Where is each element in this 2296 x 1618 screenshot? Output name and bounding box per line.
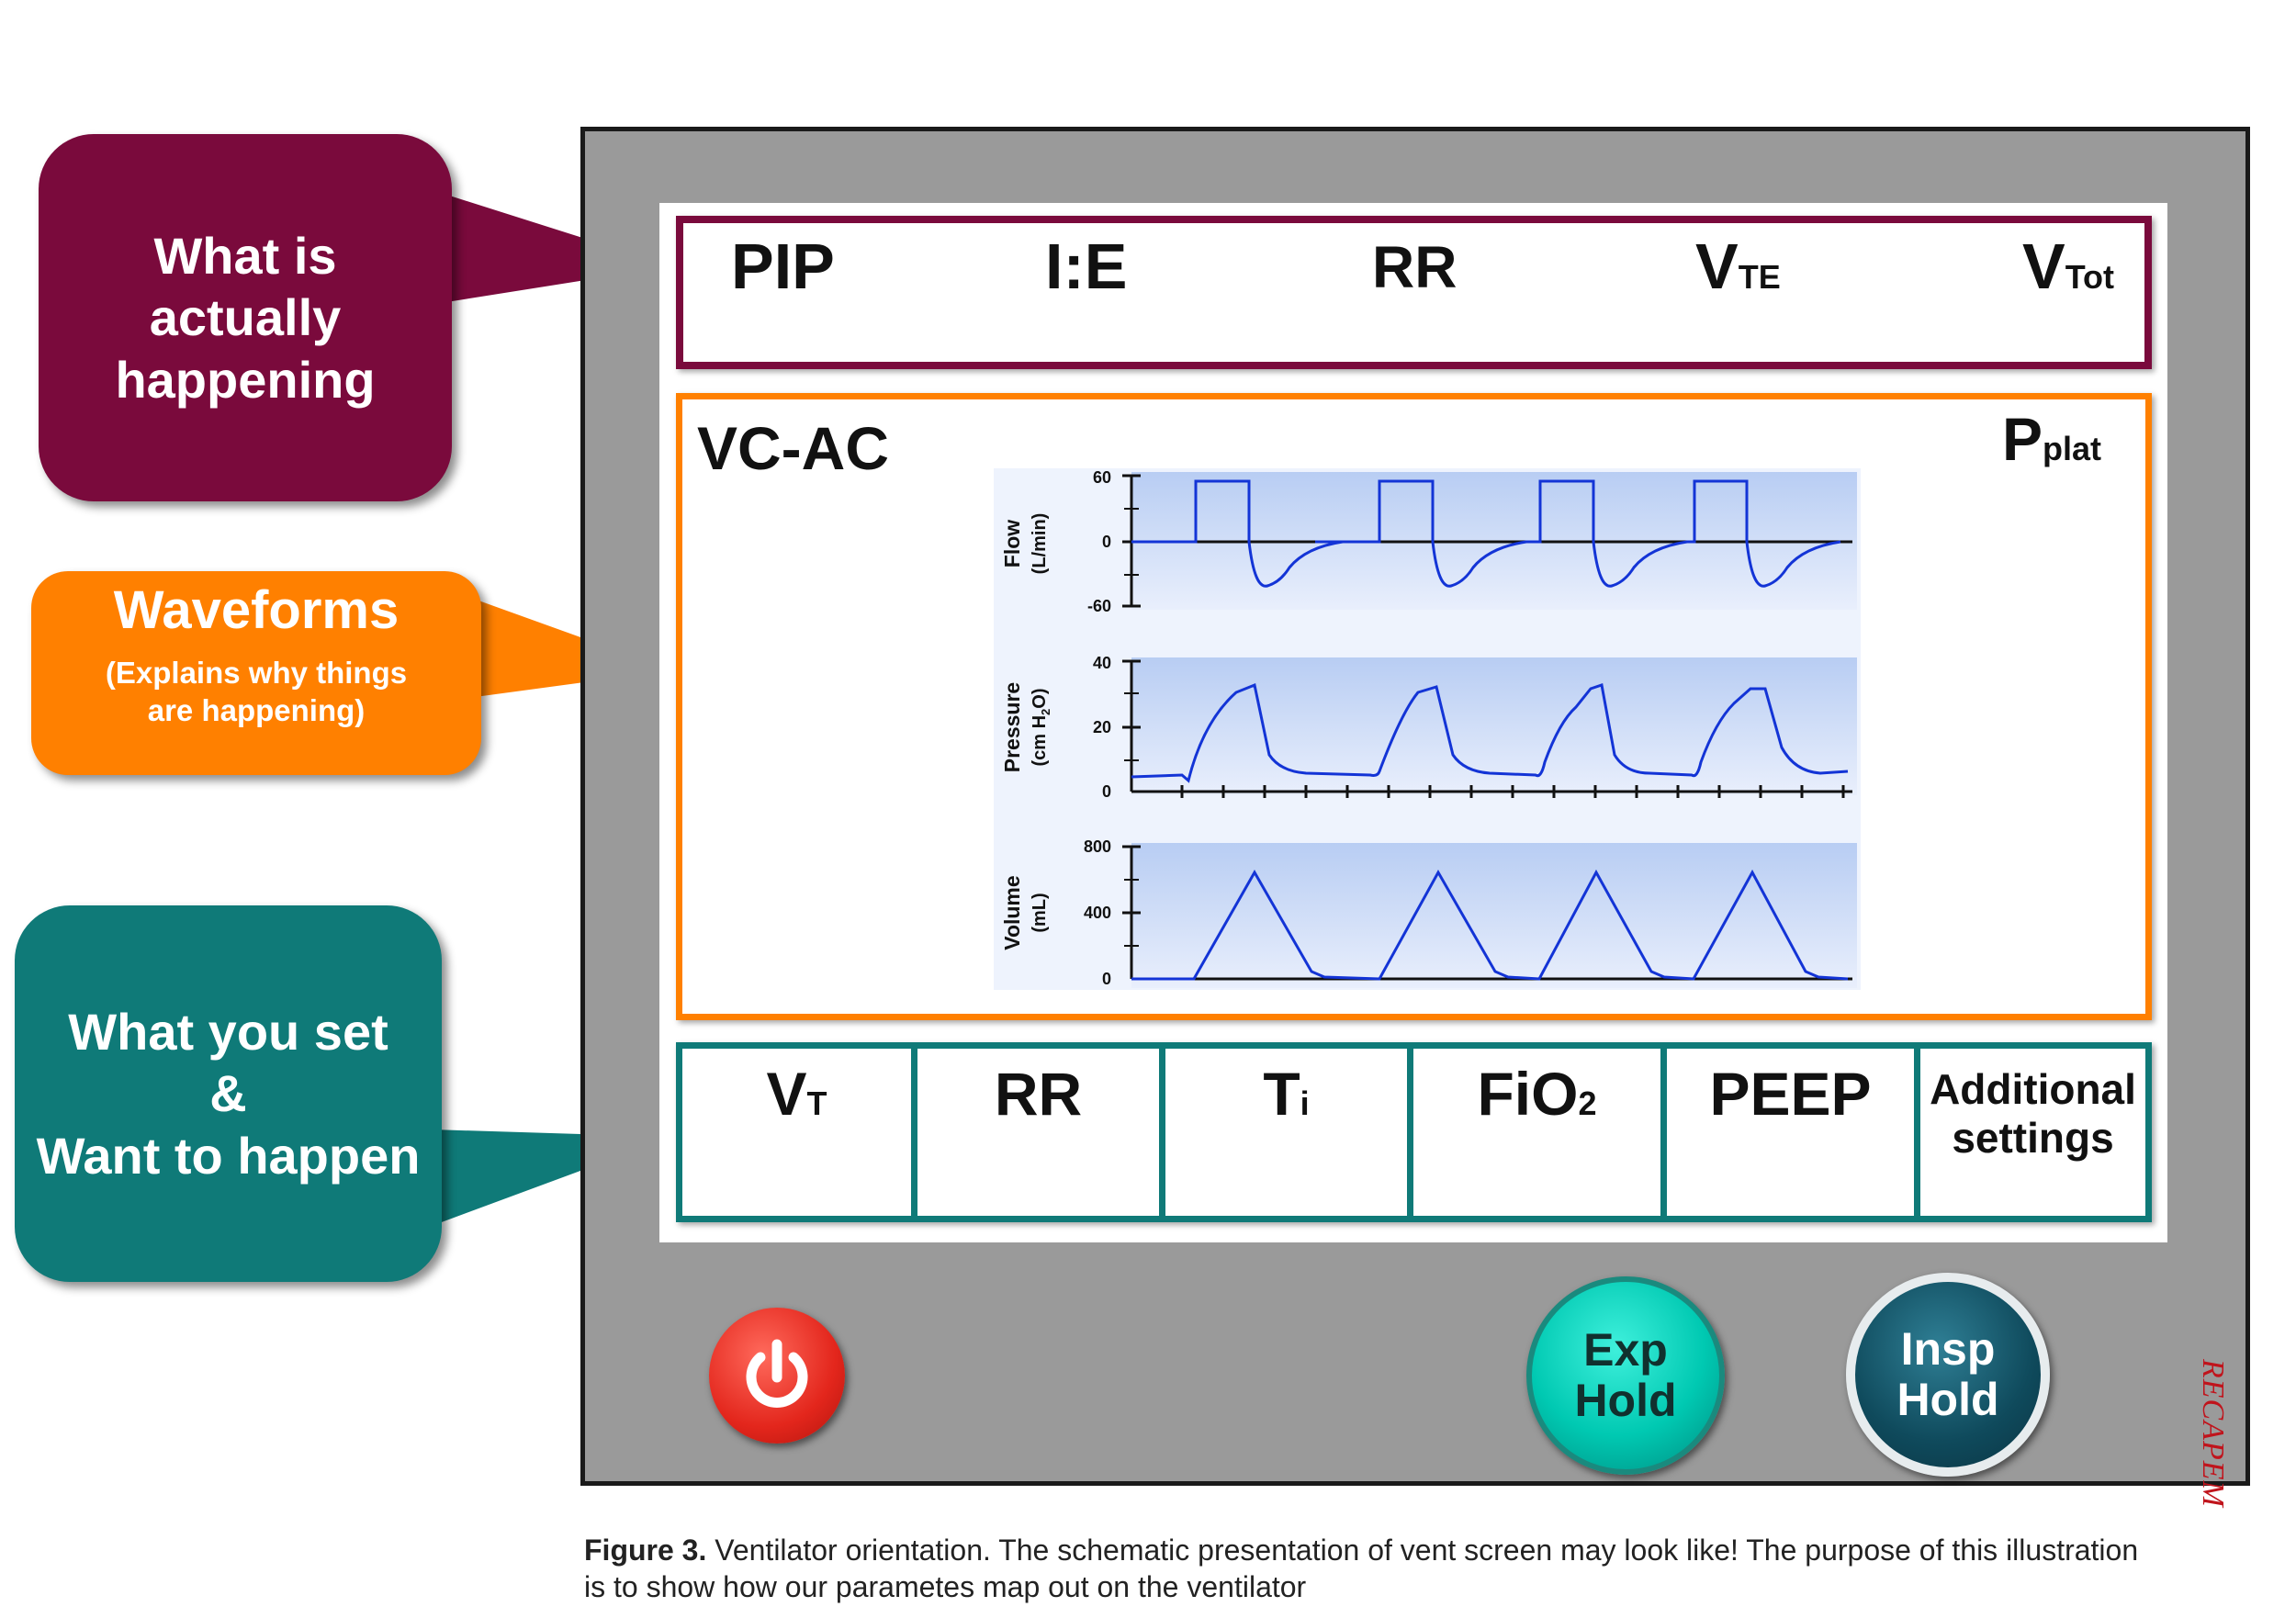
pressure-waveform (1131, 682, 1849, 783)
setting-inspiratory-time[interactable]: Ti (1165, 1049, 1413, 1216)
monitor-vte[interactable]: VTE (1695, 234, 1781, 298)
flow-plot: Flow (L/min) 60 0 -60 (1000, 468, 1852, 615)
callout-waveforms-sub-line: (Explains why things (105, 655, 408, 690)
callout-set-line: What you set (68, 1003, 388, 1062)
monitor-vtot[interactable]: VTot (2022, 234, 2114, 298)
setting-peep-label: PEEP (1709, 1060, 1872, 1128)
pressure-tick-label: 0 (1102, 782, 1111, 801)
pressure-plot: Pressure (cm H2O) 40 20 0 (1000, 654, 1852, 801)
insp-hold-line: Insp (1900, 1323, 1996, 1375)
caption-text: Ventilator orientation. The schematic pr… (584, 1534, 2139, 1603)
watermark: RECAPEM (2196, 1359, 2230, 1508)
ventilation-mode[interactable]: VC-AC (697, 414, 889, 482)
setting-vt-sub: T (806, 1084, 827, 1122)
volume-plot: Volume (mL) 800 400 0 (1000, 837, 1852, 988)
volume-tick-label: 400 (1084, 904, 1111, 922)
setting-additional[interactable]: Additional settings (1920, 1049, 2145, 1216)
monitor-pip[interactable]: PIP (731, 230, 835, 302)
caption-label: Figure 3. (584, 1534, 707, 1567)
flow-tick-label: 60 (1093, 468, 1111, 487)
monitor-vte-main: V (1695, 230, 1739, 302)
callout-set-line: & (209, 1064, 247, 1123)
pressure-tick-label: 40 (1093, 654, 1111, 672)
power-icon (746, 1339, 808, 1408)
callout-what-is-happening: What is actually happening (39, 134, 452, 501)
callout-set-line: Want to happen (36, 1126, 421, 1185)
setting-tidal-volume[interactable]: VT (682, 1049, 917, 1216)
waveform-graphic: Flow (L/min) 60 0 -60 Pressure (cm H2O) … (994, 468, 1861, 990)
setting-vt-main: V (766, 1060, 807, 1128)
setting-ti-main: T (1263, 1060, 1300, 1128)
monitor-ie[interactable]: I:E (1045, 230, 1128, 302)
flow-unit: (L/min) (1030, 513, 1050, 575)
callout-waveforms-subtitle: (Explains why things are happening) (106, 654, 407, 730)
callout-waveforms-sub-line: are happening) (147, 692, 366, 727)
setting-additional-line: settings (1952, 1113, 2114, 1162)
setting-additional-label: Additional settings (1920, 1065, 2145, 1163)
plateau-pressure[interactable]: Pplat (2002, 409, 2101, 469)
waveform-svg: Flow (L/min) 60 0 -60 Pressure (cm H2O) … (1000, 468, 1857, 988)
pplat-sub: plat (2042, 430, 2101, 467)
setting-rr-label: RR (994, 1060, 1083, 1128)
monitor-panel: PIP I:E RR VTE VTot (676, 216, 2152, 369)
pressure-unit-post: O) (1030, 688, 1050, 708)
pressure-label: Pressure (1000, 682, 1024, 772)
pressure-tick-label: 20 (1093, 718, 1111, 736)
setting-fio2-label: FiO2 (1413, 1063, 1660, 1124)
volume-tick-label: 800 (1084, 837, 1111, 856)
flow-label: Flow (1000, 520, 1024, 567)
exp-hold-line: Exp (1583, 1324, 1668, 1376)
pressure-unit: (cm H2O) (1030, 688, 1052, 766)
flow-tick-label: -60 (1087, 597, 1111, 615)
setting-vt-label: VT (682, 1063, 911, 1124)
callout-actual-line: What is (153, 227, 337, 286)
volume-band (1131, 843, 1857, 988)
figure-caption: Figure 3. Ventilator orientation. The sc… (584, 1532, 2145, 1605)
setting-fio2[interactable]: FiO2 (1413, 1049, 1667, 1216)
setting-ti-sub: i (1300, 1084, 1310, 1122)
exp-hold-button[interactable]: Exp Hold (1526, 1276, 1725, 1475)
flow-waveform (1131, 479, 1841, 588)
setting-ti-label: Ti (1165, 1063, 1407, 1124)
insp-hold-line: Hold (1896, 1374, 1999, 1425)
callout-what-you-set: What you set & Want to happen (15, 905, 442, 1282)
callout-waveforms-title: Waveforms (113, 580, 400, 640)
setting-peep[interactable]: PEEP (1667, 1049, 1920, 1216)
monitor-vtot-main: V (2022, 230, 2065, 302)
setting-additional-line: Additional (1930, 1065, 2136, 1113)
setting-fio2-sub: 2 (1578, 1084, 1597, 1122)
volume-tick-label: 0 (1102, 970, 1111, 988)
settings-panel: VT RR Ti FiO2 PEEP Additional settings (676, 1042, 2152, 1222)
pressure-unit-sub: 2 (1039, 709, 1052, 715)
insp-hold-button[interactable]: Insp Hold (1846, 1273, 2050, 1477)
pplat-main: P (2001, 405, 2043, 473)
power-button[interactable] (709, 1308, 845, 1444)
flow-tick-label: 0 (1102, 533, 1111, 551)
exp-hold-line: Hold (1574, 1375, 1677, 1426)
monitor-vtot-sub: Tot (2065, 258, 2114, 296)
monitor-rr[interactable]: RR (1372, 234, 1458, 300)
monitor-vte-sub: TE (1738, 258, 1781, 296)
callout-actual-line: actually (149, 288, 342, 347)
callout-actual-line: happening (115, 350, 376, 409)
volume-waveform (1131, 869, 1849, 981)
callout-waveforms: Waveforms (Explains why things are happe… (31, 571, 481, 775)
setting-respiratory-rate[interactable]: RR (917, 1049, 1165, 1216)
setting-fio2-main: FiO (1477, 1060, 1579, 1128)
volume-label: Volume (1000, 875, 1024, 949)
pressure-unit-pre: (cm H (1030, 715, 1050, 767)
volume-unit: (mL) (1030, 893, 1050, 932)
